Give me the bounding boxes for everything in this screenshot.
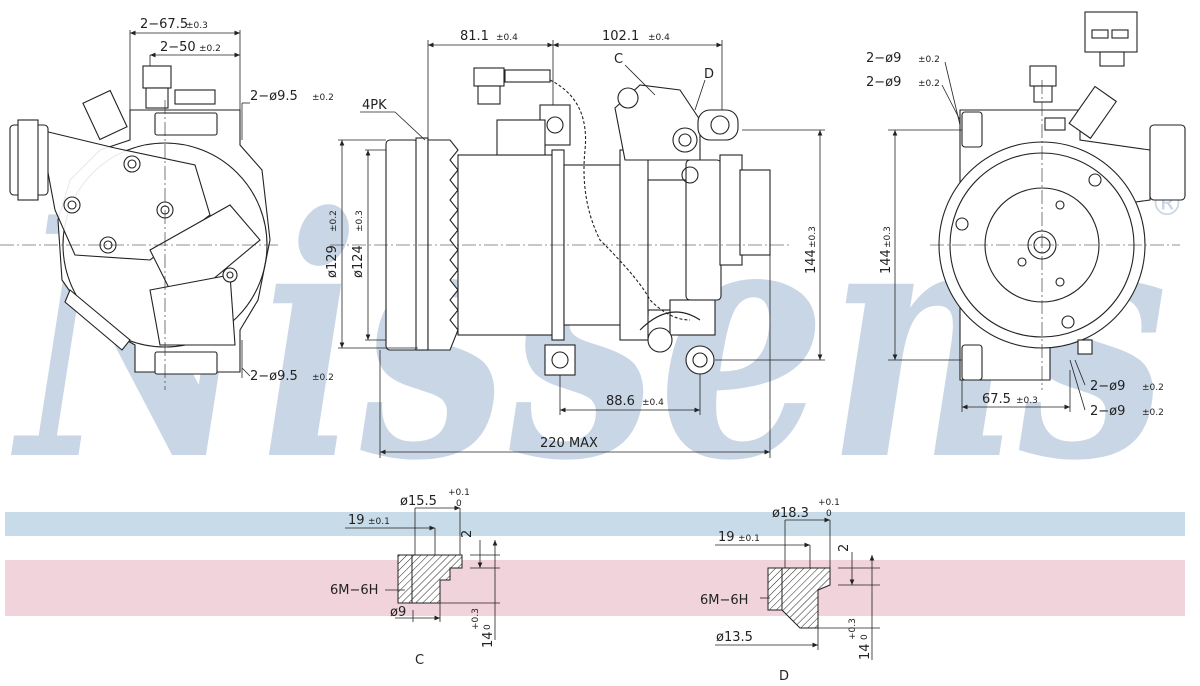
dim-right-hole-3-tol: ±0.2 — [1142, 383, 1164, 393]
dim-81: 81.1 — [460, 29, 489, 44]
dim-left-50-tol: ±0.2 — [199, 44, 221, 54]
dim-left-hole-bottom: 2−ø9.5 — [250, 369, 298, 384]
detail-c-dia-top-tol-lo: 0 — [456, 499, 462, 509]
dim-left-hole-top-tol: ±0.2 — [312, 93, 334, 103]
dim-left-67-tol: ±0.3 — [186, 21, 208, 31]
dim-144-right-tol: ±0.3 — [883, 226, 893, 248]
label-d: D — [704, 67, 714, 82]
dim-right-hole-1-tol: ±0.2 — [918, 55, 940, 65]
detail-d-height-tol-lo: 0 — [860, 634, 870, 640]
dim-left-hole-bottom-tol: ±0.2 — [312, 373, 334, 383]
detail-c-height-tol-up: +0.3 — [471, 608, 481, 630]
dim-left-67: 2−67.5 — [140, 17, 188, 32]
dim-dia129: ø129 — [325, 245, 340, 278]
dim-81-tol: ±0.4 — [496, 33, 518, 43]
dim-right-hole-2-tol: ±0.2 — [918, 79, 940, 89]
right-view — [888, 11, 1186, 412]
dim-220: 220 MAX — [540, 436, 598, 451]
detail-d — [715, 517, 880, 660]
left-view — [0, 30, 280, 390]
dim-144-mid-tol: ±0.3 — [808, 226, 818, 248]
dim-right-hole-4-tol: ±0.2 — [1142, 408, 1164, 418]
dim-67-right: 67.5 — [982, 392, 1011, 407]
detail-d-depth: 19 — [718, 530, 735, 545]
dim-67-right-tol: ±0.3 — [1016, 396, 1038, 406]
dim-left-hole-top: 2−ø9.5 — [250, 89, 298, 104]
dim-102-tol: ±0.4 — [648, 33, 670, 43]
detail-d-depth-tol: ±0.1 — [738, 534, 760, 544]
dim-88-tol: ±0.4 — [642, 398, 664, 408]
detail-c — [345, 505, 500, 640]
dim-right-hole-3: 2−ø9 — [1090, 379, 1125, 394]
dim-right-hole-2: 2−ø9 — [866, 75, 901, 90]
detail-c-height: 14 — [481, 631, 496, 648]
detail-c-depth-tol: ±0.1 — [368, 517, 390, 527]
detail-d-dia-top: ø18.3 — [772, 506, 809, 521]
label-c: C — [614, 52, 623, 67]
detail-d-thread: 6M−6H — [700, 593, 748, 608]
dim-right-hole-1: 2−ø9 — [866, 51, 901, 66]
detail-d-dia-top-tol-lo: 0 — [826, 509, 832, 519]
detail-c-side: 2 — [460, 530, 475, 538]
detail-c-thread: 6M−6H — [330, 583, 378, 598]
detail-d-dia-bottom: ø13.5 — [716, 630, 753, 645]
detail-d-height: 14 — [858, 643, 873, 660]
detail-d-caption: D — [779, 669, 789, 684]
dim-144-mid: 144 — [804, 249, 819, 274]
blue-band — [5, 512, 1185, 536]
dim-dia124: ø124 — [351, 245, 366, 278]
detail-c-depth: 19 — [348, 513, 365, 528]
dim-144-right: 144 — [879, 249, 894, 274]
dim-88: 88.6 — [606, 394, 635, 409]
dim-dia129-tol: ±0.2 — [329, 210, 339, 232]
detail-d-side: 2 — [837, 544, 852, 552]
detail-c-dia-bottom: ø9 — [390, 605, 406, 620]
dim-102: 102.1 — [602, 29, 639, 44]
dim-right-hole-4: 2−ø9 — [1090, 404, 1125, 419]
pink-band — [5, 560, 1185, 616]
dim-left-50: 2−50 — [160, 40, 196, 55]
detail-c-dia-top-tol-up: +0.1 — [448, 488, 470, 498]
detail-c-height-tol-lo: 0 — [483, 624, 493, 630]
detail-c-dia-top: ø15.5 — [400, 494, 437, 509]
middle-view — [330, 40, 825, 458]
label-4pk: 4PK — [362, 98, 387, 113]
detail-d-dia-top-tol-up: +0.1 — [818, 498, 840, 508]
detail-c-caption: C — [415, 653, 424, 668]
detail-d-height-tol-up: +0.3 — [848, 618, 858, 640]
dim-dia124-tol: ±0.3 — [355, 210, 365, 232]
